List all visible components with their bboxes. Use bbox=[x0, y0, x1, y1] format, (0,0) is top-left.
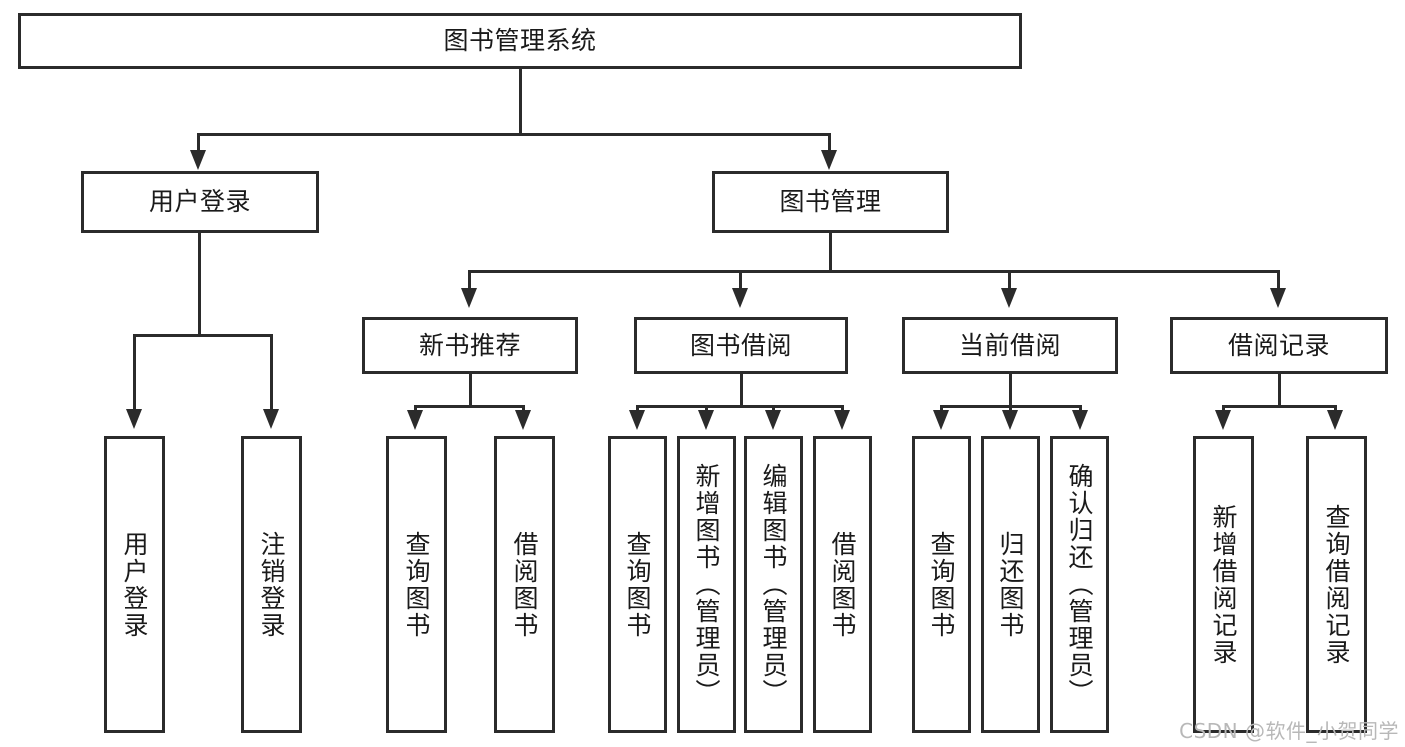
connector-root-to-user-login bbox=[197, 133, 200, 155]
leaf-user-login-logout[interactable]: 注销登录 bbox=[241, 436, 302, 733]
node-label: 借阅图书 bbox=[510, 530, 539, 639]
node-label: 图书借阅 bbox=[689, 330, 792, 360]
node-label: 新书推荐 bbox=[418, 330, 521, 360]
arrow-leaf-book-borrow-2 bbox=[698, 410, 714, 430]
arrow-leaf-borrow-record-1 bbox=[1215, 410, 1231, 430]
node-book-management[interactable]: 图书管理 bbox=[712, 171, 949, 233]
arrow-leaf-borrow-record-2 bbox=[1327, 410, 1343, 430]
connector-new-book-bus bbox=[414, 405, 525, 408]
arrow-leaf-current-borrow-3 bbox=[1072, 410, 1088, 430]
connector-user-login-leaf-1 bbox=[133, 334, 136, 412]
leaf-current-borrow-confirm[interactable]: 确认归还（管理员） bbox=[1050, 436, 1109, 733]
arrow-to-current-borrow bbox=[1001, 288, 1017, 308]
leaf-book-borrow-edit[interactable]: 编辑图书（管理员） bbox=[744, 436, 803, 733]
leaf-book-borrow-add[interactable]: 新增图书（管理员） bbox=[677, 436, 736, 733]
arrow-to-book-borrow bbox=[732, 288, 748, 308]
connector-user-login-bus bbox=[133, 334, 273, 337]
arrow-leaf-new-book-1 bbox=[407, 410, 423, 430]
node-label: 用户登录 bbox=[148, 187, 251, 217]
leaf-current-borrow-query[interactable]: 查询图书 bbox=[912, 436, 971, 733]
connector-root-bus bbox=[197, 133, 831, 136]
node-label: 用户登录 bbox=[120, 530, 149, 639]
connector-book-borrow-stem bbox=[740, 374, 743, 407]
leaf-current-borrow-return[interactable]: 归还图书 bbox=[981, 436, 1040, 733]
connector-borrow-record-stem bbox=[1278, 374, 1281, 407]
leaf-borrow-record-query[interactable]: 查询借阅记录 bbox=[1306, 436, 1367, 733]
node-label: 编辑图书（管理员） bbox=[759, 463, 788, 706]
node-current-borrow[interactable]: 当前借阅 bbox=[902, 317, 1118, 374]
connector-current-borrow-stem bbox=[1009, 374, 1012, 407]
csdn-watermark: CSDN @软件_小贺同学 bbox=[1179, 719, 1399, 743]
connector-borrow-record-bus bbox=[1222, 405, 1337, 408]
node-label: 归还图书 bbox=[996, 530, 1025, 639]
arrow-to-user-login bbox=[190, 150, 206, 170]
arrow-leaf-current-borrow-1 bbox=[933, 410, 949, 430]
arrow-leaf-book-borrow-3 bbox=[765, 410, 781, 430]
node-label: 查询图书 bbox=[402, 530, 431, 639]
node-book-borrow[interactable]: 图书借阅 bbox=[634, 317, 848, 374]
node-root-system[interactable]: 图书管理系统 bbox=[18, 13, 1022, 69]
connector-to-borrow-record bbox=[1277, 270, 1280, 292]
node-label: 借阅图书 bbox=[828, 530, 857, 639]
connector-to-new-book bbox=[468, 270, 471, 292]
leaf-book-borrow-query[interactable]: 查询图书 bbox=[608, 436, 667, 733]
leaf-new-book-query[interactable]: 查询图书 bbox=[386, 436, 447, 733]
connector-user-login-leaf-2 bbox=[270, 334, 273, 412]
connector-root-to-book-mgmt bbox=[828, 133, 831, 155]
arrow-leaf-book-borrow-4 bbox=[834, 410, 850, 430]
node-label: 确认归还（管理员） bbox=[1065, 463, 1094, 706]
connector-book-borrow-bus bbox=[636, 405, 844, 408]
node-label: 查询图书 bbox=[927, 530, 956, 639]
connector-book-mgmt-stem bbox=[829, 233, 832, 272]
leaf-new-book-borrow[interactable]: 借阅图书 bbox=[494, 436, 555, 733]
connector-to-current-borrow bbox=[1008, 270, 1011, 292]
leaf-book-borrow-borrow[interactable]: 借阅图书 bbox=[813, 436, 872, 733]
arrow-leaf-current-borrow-2 bbox=[1002, 410, 1018, 430]
arrow-leaf-new-book-2 bbox=[515, 410, 531, 430]
connector-book-mgmt-bus bbox=[468, 270, 1280, 273]
node-label: 图书管理系统 bbox=[443, 26, 597, 56]
arrow-leaf-user-login-1 bbox=[126, 409, 142, 429]
arrow-leaf-book-borrow-1 bbox=[629, 410, 645, 430]
node-label: 当前借阅 bbox=[958, 330, 1061, 360]
arrow-to-borrow-record bbox=[1270, 288, 1286, 308]
node-new-book-recommend[interactable]: 新书推荐 bbox=[362, 317, 578, 374]
leaf-borrow-record-add[interactable]: 新增借阅记录 bbox=[1193, 436, 1254, 733]
node-borrow-record[interactable]: 借阅记录 bbox=[1170, 317, 1388, 374]
node-label: 新增借阅记录 bbox=[1209, 503, 1238, 666]
node-user-login[interactable]: 用户登录 bbox=[81, 171, 319, 233]
node-label: 新增图书（管理员） bbox=[692, 463, 721, 706]
node-label: 查询图书 bbox=[623, 530, 652, 639]
connector-root-stem bbox=[519, 69, 522, 135]
connector-new-book-stem bbox=[469, 374, 472, 407]
arrow-to-new-book bbox=[461, 288, 477, 308]
arrow-leaf-user-login-2 bbox=[263, 409, 279, 429]
arrow-to-book-mgmt bbox=[821, 150, 837, 170]
node-label: 借阅记录 bbox=[1227, 330, 1330, 360]
node-label: 查询借阅记录 bbox=[1322, 503, 1351, 666]
connector-user-login-stem bbox=[198, 233, 201, 336]
connector-to-book-borrow bbox=[739, 270, 742, 292]
node-label: 图书管理 bbox=[779, 187, 882, 217]
leaf-user-login-login[interactable]: 用户登录 bbox=[104, 436, 165, 733]
node-label: 注销登录 bbox=[257, 530, 286, 639]
